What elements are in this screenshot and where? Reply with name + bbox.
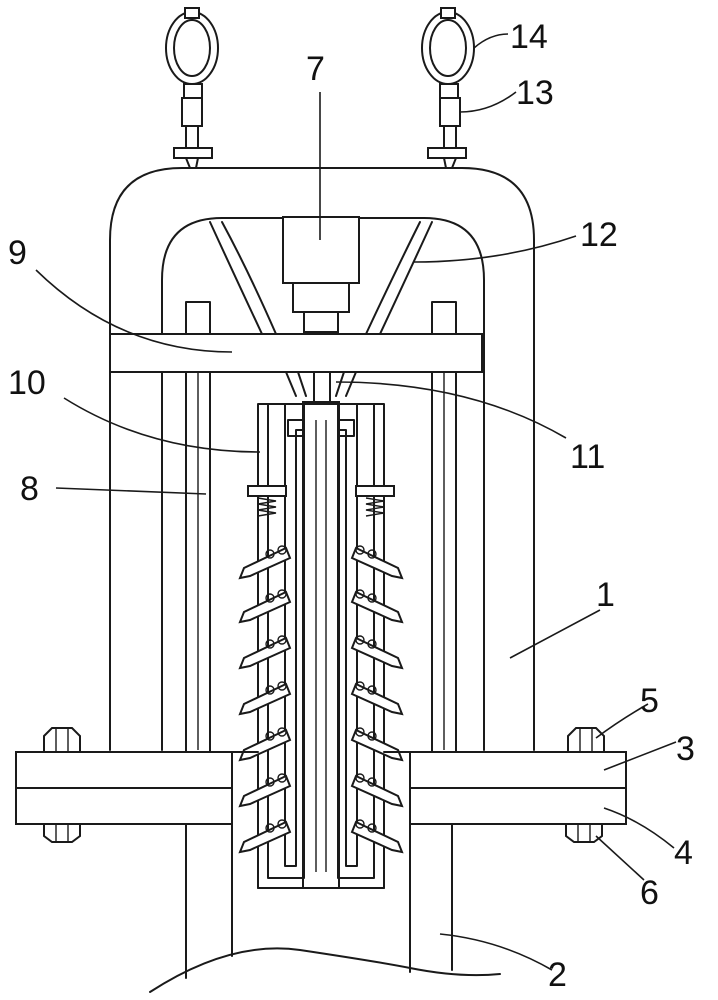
- blade-pin: [277, 819, 287, 829]
- blade-pin: [367, 823, 377, 833]
- label-6: 6: [640, 874, 659, 912]
- blade-left: [238, 636, 292, 670]
- blade-pin: [355, 819, 365, 829]
- blade-right: [350, 636, 404, 670]
- blade-pin: [265, 549, 275, 559]
- blade-left: [238, 590, 292, 624]
- label-8: 8: [20, 470, 39, 508]
- blade-pin: [367, 777, 377, 787]
- cross-bar: [109, 333, 483, 373]
- blade-pin: [367, 593, 377, 603]
- blade-pin: [277, 545, 287, 555]
- label-4: 4: [674, 834, 693, 872]
- label-9: 9: [8, 234, 27, 272]
- blade-pin: [265, 731, 275, 741]
- blade-pin: [355, 545, 365, 555]
- blade-pin: [277, 727, 287, 737]
- blade-pin: [367, 549, 377, 559]
- springs: [247, 485, 395, 517]
- cutting-blades: [238, 545, 404, 854]
- label-11: 11: [570, 438, 605, 476]
- label-7: 7: [306, 50, 325, 88]
- blade-right: [350, 728, 404, 762]
- cables: [209, 221, 433, 397]
- label-1: 1: [596, 576, 615, 614]
- blade-left: [238, 820, 292, 854]
- blade-pin: [277, 635, 287, 645]
- blade-right: [350, 774, 404, 808]
- pipe: [149, 823, 501, 993]
- blade-left: [238, 728, 292, 762]
- blade-pin: [265, 823, 275, 833]
- blade-pin: [355, 727, 365, 737]
- reference-labels: 7 14 13 12 9 10 11 8 1 5 3 4 6 2: [8, 18, 695, 994]
- blade-pin: [367, 685, 377, 695]
- blade-right: [350, 546, 404, 580]
- blade-pin: [265, 593, 275, 603]
- blade-pin: [277, 773, 287, 783]
- blade-pin: [265, 639, 275, 649]
- label-14: 14: [510, 18, 548, 56]
- label-10: 10: [8, 364, 46, 402]
- shaft: [302, 371, 340, 889]
- leader-lines: [35, 33, 677, 971]
- blade-pin: [265, 685, 275, 695]
- flange: [15, 751, 627, 825]
- blade-pin: [277, 589, 287, 599]
- blade-pin: [355, 589, 365, 599]
- lifting-eye-left: [165, 7, 219, 169]
- blade-right: [350, 820, 404, 854]
- label-13: 13: [516, 74, 554, 112]
- label-12: 12: [580, 216, 618, 254]
- blade-right: [350, 682, 404, 716]
- blade-pin: [355, 635, 365, 645]
- blade-right: [350, 590, 404, 624]
- blade-pin: [355, 773, 365, 783]
- label-2: 2: [548, 956, 567, 994]
- motor: [282, 216, 360, 333]
- blade-left: [238, 774, 292, 808]
- blade-left: [238, 546, 292, 580]
- blade-pin: [265, 777, 275, 787]
- blade-pin: [367, 639, 377, 649]
- lifting-eye-right: [421, 7, 475, 169]
- nuts-and-bolts: [43, 727, 605, 843]
- blade-left: [238, 682, 292, 716]
- blade-pin: [277, 681, 287, 691]
- label-3: 3: [676, 730, 695, 768]
- blade-pin: [355, 681, 365, 691]
- blade-pin: [367, 731, 377, 741]
- label-5: 5: [640, 682, 659, 720]
